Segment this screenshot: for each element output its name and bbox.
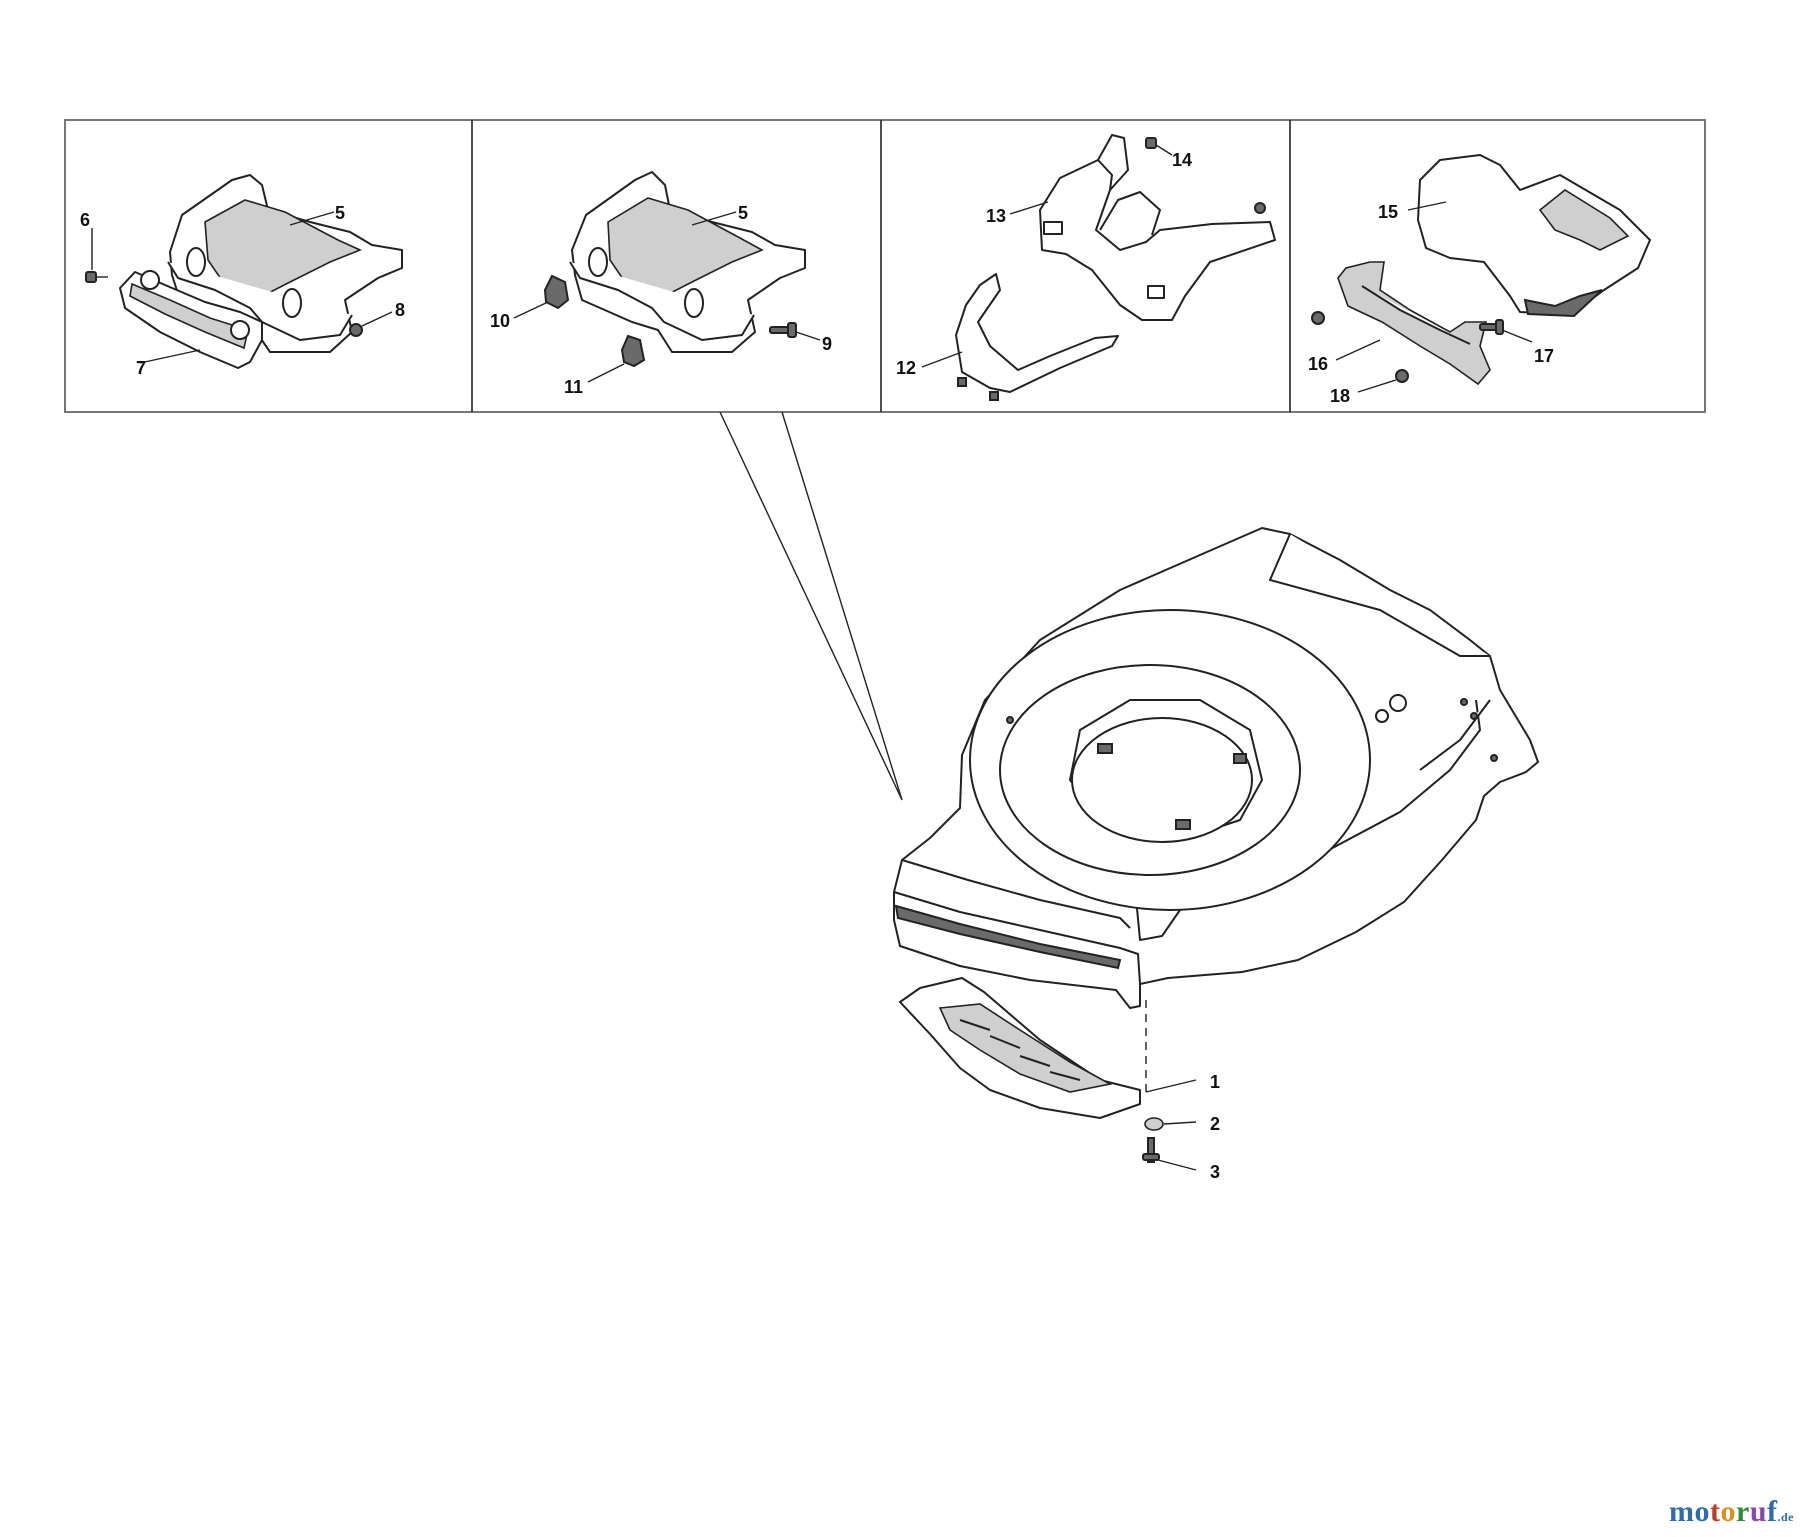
callout-14: 14 — [1172, 150, 1192, 170]
callout-13: 13 — [986, 206, 1006, 226]
logo-letter: o — [1694, 1495, 1710, 1528]
screw-part-14b — [1254, 202, 1266, 214]
callout-16: 16 — [1308, 354, 1328, 374]
callout-11: 11 — [564, 377, 583, 397]
callout-3: 3 — [1210, 1162, 1220, 1182]
screw-part-9 — [769, 322, 797, 338]
mulch-plate-part-1 — [899, 977, 1141, 1119]
mower-deck — [893, 527, 1539, 1009]
nut-part-8 — [349, 323, 363, 337]
callout-8: 8 — [395, 300, 405, 320]
callout-12: 12 — [896, 358, 916, 378]
panel-cell-4: 15 16 17 18 — [1308, 154, 1651, 406]
panel-cell-1: 6 5 7 8 — [80, 174, 405, 378]
nut-part-18 — [1395, 369, 1409, 383]
washer-part-2 — [1144, 1117, 1164, 1131]
callout-5b: 5 — [738, 203, 748, 223]
rear-flap-part-12 — [955, 273, 1119, 401]
logo-suffix: .de — [1777, 1510, 1794, 1524]
callout-17: 17 — [1534, 346, 1554, 366]
clip-part-11 — [620, 334, 646, 368]
zoom-connector — [719, 411, 903, 801]
callout-9: 9 — [822, 334, 832, 354]
logo-letter: t — [1709, 1495, 1721, 1528]
rear-cover-part-15 — [1417, 154, 1651, 318]
callout-2: 2 — [1210, 1114, 1220, 1134]
callout-10: 10 — [490, 311, 510, 331]
rear-cover-part-13 — [1039, 134, 1276, 321]
callout-15: 15 — [1378, 202, 1398, 222]
logo-letter: u — [1749, 1495, 1767, 1528]
bracket-part-16 — [1337, 261, 1491, 386]
handle-bar-part-7 — [119, 270, 263, 369]
panel-cell-2: 5 10 11 9 — [490, 171, 832, 397]
logo-letter: r — [1735, 1495, 1750, 1528]
rear-flap-part-5b — [569, 171, 806, 353]
callout-18: 18 — [1330, 386, 1350, 406]
logo-letter: f — [1767, 1495, 1778, 1528]
nut-part-16b — [1311, 311, 1325, 325]
callout-1: 1 — [1210, 1072, 1220, 1092]
motoruf-logo: motoruf.de — [1669, 1495, 1794, 1529]
screw-part-6 — [85, 271, 108, 283]
panel-cell-3: 14 13 12 — [896, 134, 1276, 401]
screw-part-3 — [1142, 1137, 1160, 1163]
logo-letter: o — [1720, 1495, 1736, 1528]
logo-letter: m — [1668, 1495, 1695, 1528]
callout-7: 7 — [136, 358, 146, 378]
callout-6: 6 — [80, 210, 90, 230]
screw-part-17 — [1479, 319, 1504, 335]
screw-part-14 — [1145, 137, 1157, 149]
callout-5a: 5 — [335, 203, 345, 223]
clip-part-10 — [543, 274, 570, 310]
